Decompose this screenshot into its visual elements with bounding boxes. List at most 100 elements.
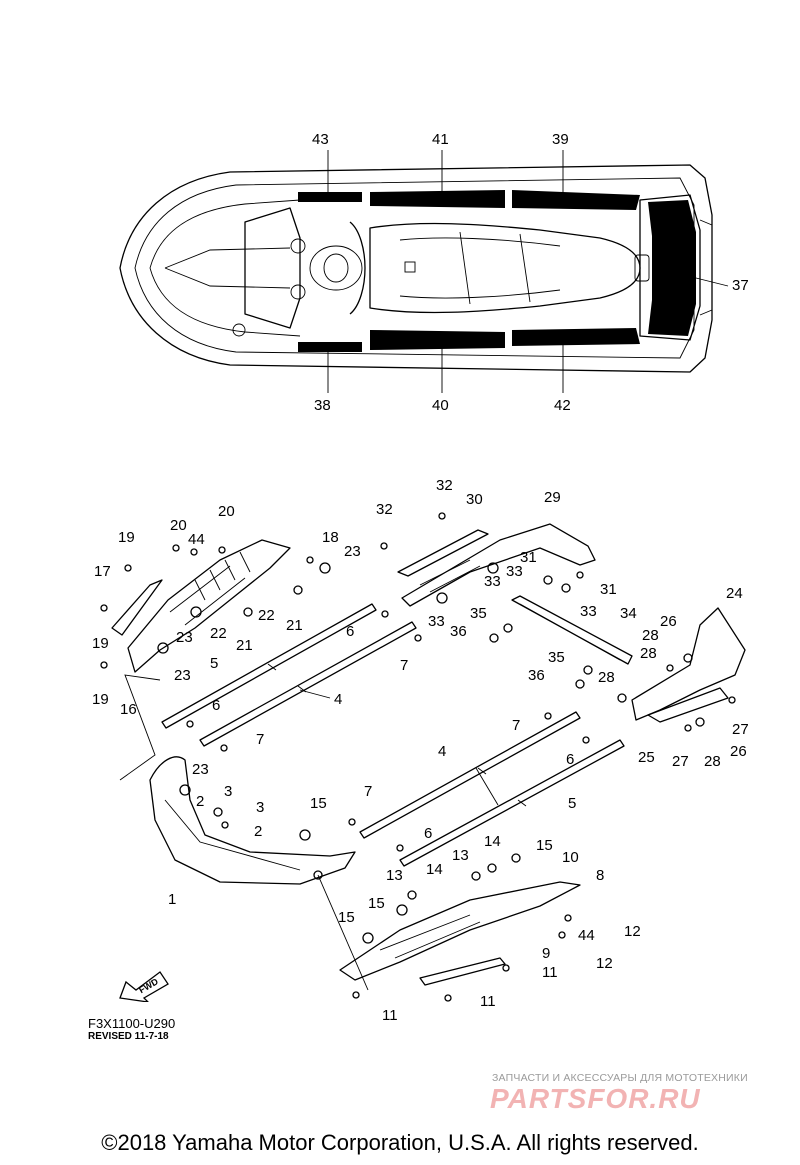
callout-6d: 6	[424, 825, 432, 842]
callout-33b: 33	[580, 603, 597, 620]
callout-42: 42	[554, 397, 571, 414]
copyright-notice: ©2018 Yamaha Motor Corporation, U.S.A. A…	[101, 1130, 699, 1155]
callout-15b: 15	[536, 837, 553, 854]
callout-33a: 33	[506, 563, 523, 580]
callout-21a: 21	[286, 617, 303, 634]
callout-35a: 35	[470, 605, 487, 622]
callout-28a: 28	[642, 627, 659, 644]
callout-40: 40	[432, 397, 449, 414]
callout-15c: 15	[368, 895, 385, 912]
callout-27b: 27	[672, 753, 689, 770]
callout-7d: 7	[364, 783, 372, 800]
callout-44a: 44	[188, 531, 205, 548]
callout-20b: 20	[170, 517, 187, 534]
callout-19a: 19	[118, 529, 135, 546]
callout-6b: 6	[212, 697, 220, 714]
callout-28d: 28	[704, 753, 721, 770]
callout-15a: 15	[310, 795, 327, 812]
callout-2a: 2	[196, 793, 204, 810]
fwd-arrow-icon: FWD	[119, 971, 169, 1002]
mat-43	[512, 190, 640, 210]
mat-39	[298, 192, 362, 202]
callout-11a: 11	[542, 964, 558, 981]
callout-20a: 20	[218, 503, 235, 520]
callout-19b: 19	[92, 635, 109, 652]
callout-31b: 31	[600, 581, 617, 598]
callout-31a: 31	[520, 549, 537, 566]
callout-5b: 5	[568, 795, 576, 812]
callout-1: 1	[168, 891, 176, 908]
exploded-parts	[100, 512, 746, 1002]
callout-7a: 7	[400, 657, 408, 674]
drawing-code: F3X1100-U290	[88, 1016, 176, 1031]
hull-top-view	[119, 150, 729, 393]
mat-37	[648, 200, 696, 336]
callout-32a: 32	[436, 477, 453, 494]
callout-labels: 43 41 39 37 38 40 42 1 2 2 3 3 4 4 5 5 6…	[92, 131, 749, 1024]
callout-23c: 23	[174, 667, 191, 684]
callout-7c: 7	[512, 717, 520, 734]
callout-35b: 35	[548, 649, 565, 666]
callout-19c: 19	[92, 691, 109, 708]
callout-14b: 14	[426, 861, 443, 878]
callout-32b: 32	[376, 501, 393, 518]
mat-41	[370, 190, 505, 208]
callout-28b: 28	[640, 645, 657, 662]
callout-5a: 5	[210, 655, 218, 672]
callout-23a: 23	[344, 543, 361, 560]
watermark-logo: PARTSFOR.RU	[490, 1083, 701, 1114]
callout-3b: 3	[256, 799, 264, 816]
callout-23b: 23	[176, 629, 193, 646]
callout-9: 9	[542, 945, 550, 962]
mat-40	[370, 330, 505, 350]
callout-28c: 28	[598, 669, 615, 686]
callout-6c: 6	[566, 751, 574, 768]
callout-8: 8	[596, 867, 604, 884]
callout-24: 24	[726, 585, 743, 602]
callout-13b: 13	[386, 867, 403, 884]
callout-26b: 26	[730, 743, 747, 760]
callout-25: 25	[638, 749, 655, 766]
callout-33d: 33	[428, 613, 445, 630]
callout-29: 29	[544, 489, 561, 506]
callout-4b: 4	[438, 743, 446, 760]
callout-18: 18	[322, 529, 339, 546]
callout-22b: 22	[210, 625, 227, 642]
callout-12b: 12	[596, 955, 613, 972]
callout-16: 16	[120, 701, 137, 718]
callout-3a: 3	[224, 783, 232, 800]
callout-36b: 36	[528, 667, 545, 684]
callout-4a: 4	[334, 691, 342, 708]
fasteners	[100, 512, 736, 1002]
callout-15d: 15	[338, 909, 355, 926]
callout-43: 39	[552, 131, 569, 148]
part-bow-cover	[149, 756, 356, 885]
callout-6a: 6	[346, 623, 354, 640]
callout-10: 10	[562, 849, 579, 866]
callout-34: 34	[620, 605, 637, 622]
callout-41: 41	[432, 131, 449, 148]
callout-14a: 14	[484, 833, 501, 850]
watermark-tagline: ЗАПЧАСТИ И АКСЕССУАРЫ ДЛЯ МОТОТЕХНИКИ	[492, 1072, 748, 1084]
callout-37: 37	[732, 277, 749, 294]
callout-7b: 7	[256, 731, 264, 748]
revision-note: REVISED 11-7-18	[88, 1031, 169, 1042]
callout-27a: 27	[732, 721, 749, 738]
callout-17: 17	[94, 563, 111, 580]
callout-30: 30	[466, 491, 483, 508]
callout-22a: 22	[258, 607, 275, 624]
callout-11b: 11	[480, 993, 496, 1010]
callout-12a: 12	[624, 923, 641, 940]
callout-11c: 11	[382, 1007, 398, 1024]
callout-2b: 2	[254, 823, 262, 840]
callout-44b: 44	[578, 927, 595, 944]
callout-33c: 33	[484, 573, 501, 590]
callout-13a: 13	[452, 847, 469, 864]
callout-38: 38	[314, 397, 331, 414]
callout-39: 43	[312, 131, 329, 148]
callout-21b: 21	[236, 637, 253, 654]
callout-36a: 36	[450, 623, 467, 640]
mat-38	[298, 342, 362, 352]
callout-23d: 23	[192, 761, 209, 778]
